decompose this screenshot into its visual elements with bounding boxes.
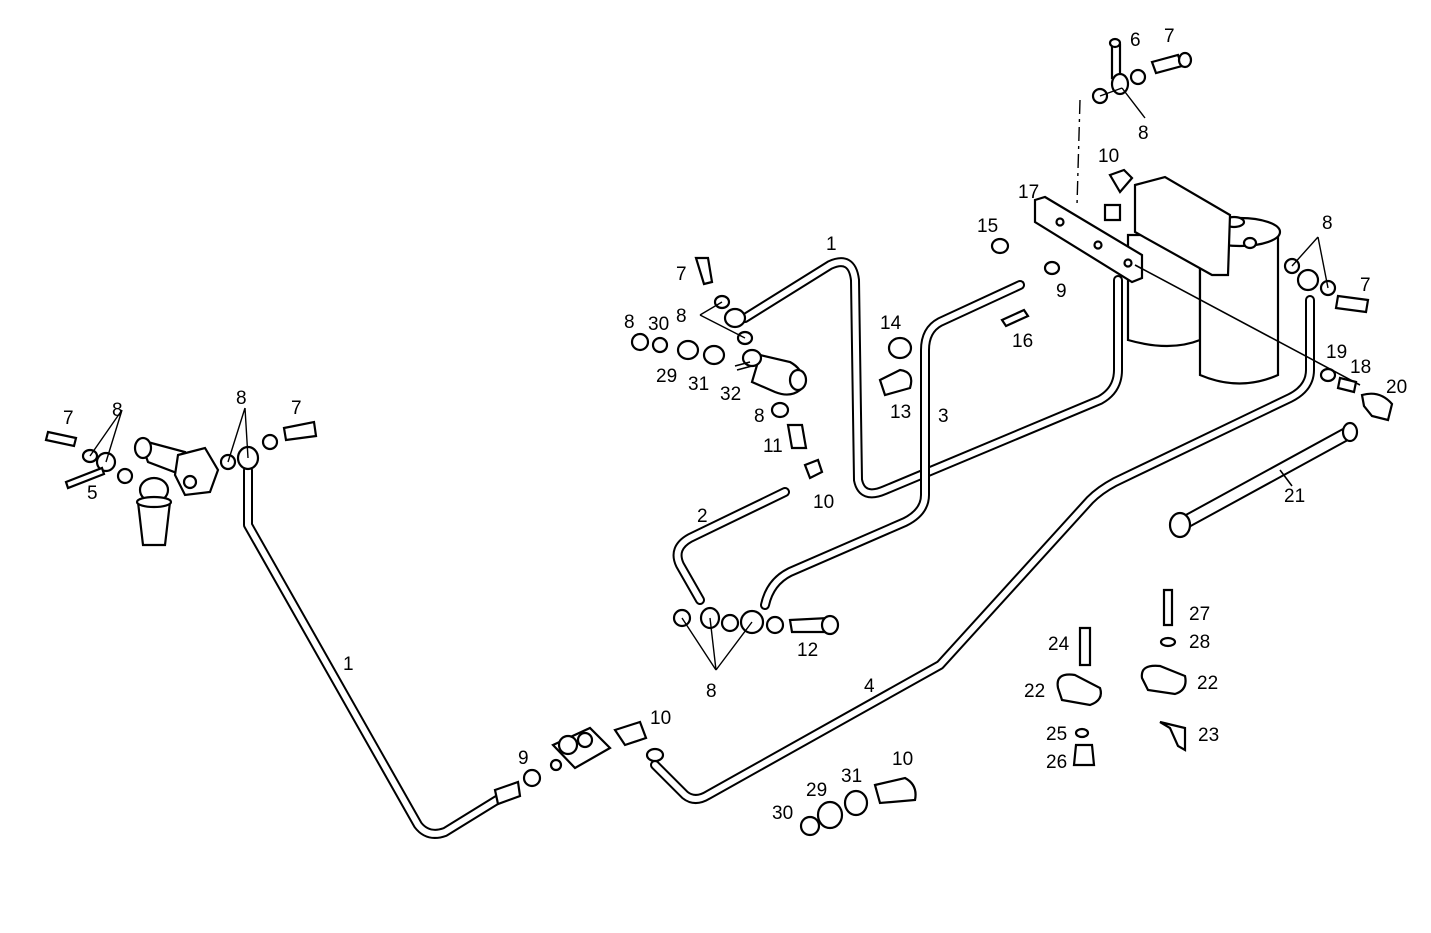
label-32: 32 (720, 384, 741, 405)
label-11: 11 (763, 436, 783, 457)
label-29-bottom: 29 (806, 780, 827, 801)
callout-labels: 1 1 2 3 4 5 6 7 7 7 7 7 8 8 8 8 8 8 8 8 … (63, 26, 1407, 824)
label-10-center: 10 (813, 492, 834, 513)
hose-21 (1173, 425, 1357, 532)
label-12: 12 (797, 640, 818, 661)
label-30-center: 30 (648, 314, 669, 335)
label-26: 26 (1046, 752, 1067, 773)
label-30-bottom: 30 (772, 803, 793, 824)
label-27: 27 (1189, 604, 1210, 625)
label-1-upper: 1 (826, 234, 837, 255)
pipe-3 (760, 280, 1025, 610)
label-7-leftmid: 7 (291, 398, 302, 419)
label-20: 20 (1386, 377, 1407, 398)
valve-32 (734, 348, 808, 396)
fittings (44, 37, 1394, 837)
leader-lines (89, 87, 1329, 671)
label-31-center: 31 (688, 374, 709, 395)
label-10-bottom: 10 (892, 749, 913, 770)
label-19: 19 (1326, 342, 1347, 363)
label-14: 14 (880, 313, 902, 334)
label-8-centerleft: 8 (624, 312, 635, 333)
label-23: 23 (1198, 725, 1219, 746)
filter-assembly (1033, 175, 1361, 386)
label-22-left: 22 (1024, 681, 1045, 702)
label-18: 18 (1350, 357, 1371, 378)
pipe-2 (672, 487, 790, 605)
label-9-center: 9 (1056, 281, 1067, 302)
label-22-right: 22 (1197, 673, 1218, 694)
label-29-center: 29 (656, 366, 677, 387)
label-5: 5 (87, 483, 98, 504)
label-4: 4 (864, 676, 875, 697)
label-8-leftmid: 8 (236, 388, 247, 409)
label-28: 28 (1189, 632, 1210, 653)
label-13: 13 (890, 402, 911, 423)
pipe-4 (650, 295, 1315, 804)
label-8-bottom: 8 (706, 681, 717, 702)
pump-left (133, 436, 220, 547)
center-line (1076, 99, 1081, 206)
label-17: 17 (1018, 182, 1039, 203)
label-9-lower: 9 (518, 748, 529, 769)
label-10-top: 10 (1098, 146, 1119, 167)
distributor-lower (549, 726, 612, 772)
label-6: 6 (1130, 30, 1141, 51)
label-8-center: 8 (676, 306, 687, 327)
label-2: 2 (697, 506, 708, 527)
label-25: 25 (1046, 724, 1067, 745)
label-8-right: 8 (1322, 213, 1333, 234)
label-1-lower: 1 (343, 654, 354, 675)
pipe-1-long (243, 465, 510, 839)
label-7-center: 7 (676, 264, 687, 285)
label-8-top: 8 (1138, 123, 1149, 144)
label-8-left: 8 (112, 400, 123, 421)
label-3: 3 (938, 406, 949, 427)
label-24: 24 (1048, 634, 1070, 655)
label-8-centerlow: 8 (754, 406, 765, 427)
label-16: 16 (1012, 331, 1033, 352)
label-7-left: 7 (63, 408, 74, 429)
label-21: 21 (1284, 486, 1305, 507)
label-31-bottom: 31 (841, 766, 862, 787)
label-15: 15 (977, 216, 998, 237)
label-10-lower: 10 (650, 708, 671, 729)
label-7-right: 7 (1360, 275, 1371, 296)
pipe-1-upper (740, 257, 1123, 499)
label-7-top: 7 (1164, 26, 1175, 47)
